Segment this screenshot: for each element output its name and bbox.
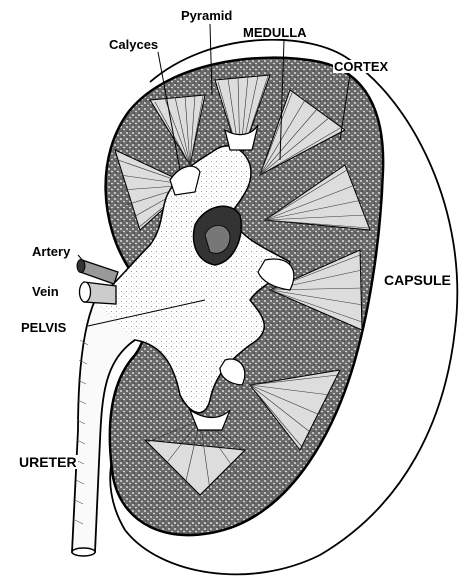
label-pelvis: PELVIS (20, 321, 67, 334)
label-pyramid: Pyramid (180, 9, 233, 22)
renal-artery (77, 260, 118, 285)
label-cortex: CORTEX (333, 60, 389, 73)
label-calyces: Calyces (108, 38, 159, 51)
ureter-opening (72, 548, 95, 556)
label-ureter: URETER (18, 455, 78, 469)
label-vein: Vein (31, 285, 60, 298)
renal-vein (80, 282, 117, 304)
label-artery: Artery (31, 245, 71, 258)
label-capsule: CAPSULE (383, 273, 452, 287)
label-medulla: MEDULLA (242, 26, 308, 39)
